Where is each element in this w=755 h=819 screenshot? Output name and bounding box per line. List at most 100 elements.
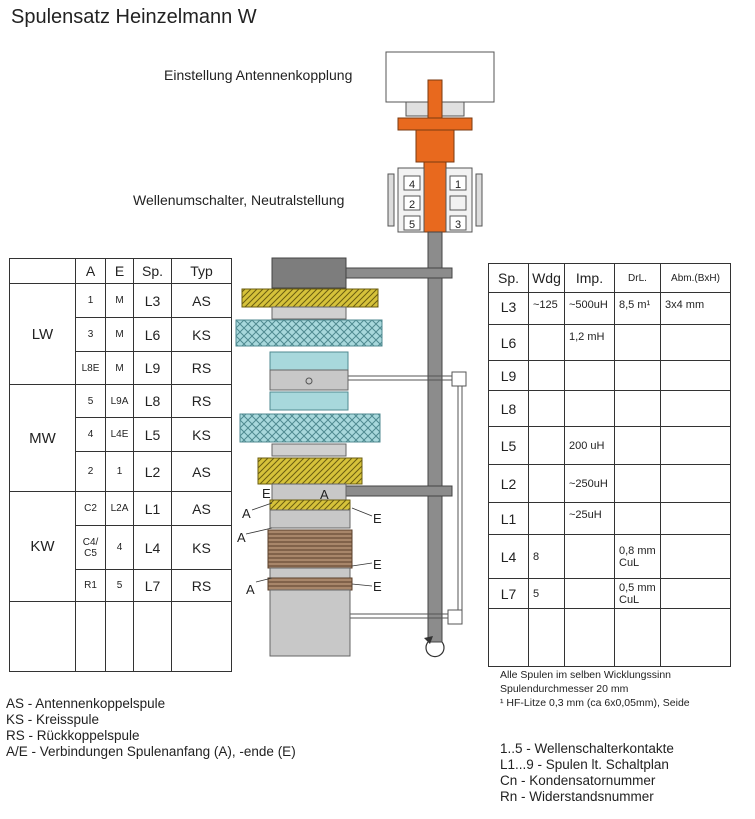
switch-contact: 4 [409,179,415,191]
legend-item: A/E - Verbindungen Spulenanfang (A), -en… [6,744,296,759]
cell-a: 2 [75,451,106,492]
table-cell-empty [75,601,106,672]
cell-a: 1 [75,283,106,318]
coil-former-bottom [269,589,351,657]
cell-wdg [528,324,565,361]
page-title: Spulensatz Heinzelmann W [11,6,257,28]
coil-former-top [271,257,347,289]
cell-imp: 200 uH [564,426,615,465]
legend-item: AS - Antennenkoppelspule [6,696,166,711]
cell-abm [660,360,731,391]
table-header: Sp. [488,263,529,293]
switch-contact: 3 [455,219,461,231]
coil-connection-table: A E Sp. Typ LW 1 M L3 AS 3 M L6 KS L8E M… [9,258,232,672]
switch-contact: 5 [409,219,415,231]
cell-sp: L5 [133,417,172,452]
table-row: LW 1 M L3 AS [9,283,232,385]
lead-mark: E [373,579,382,594]
cell-sp: L2 [488,464,529,503]
table-row: L1 ~25uH [488,502,731,535]
cell-wdg [528,360,565,391]
coil-l4 [267,529,353,569]
cell-sp: L8 [133,384,172,418]
cell-imp: ~250uH [564,464,615,503]
table-row: L2 ~250uH [488,464,731,503]
table-cell-empty [105,601,134,672]
wave-switch [387,167,483,233]
cell-sp: L8 [488,390,529,427]
cell-drl: 0,5 mm CuL [614,578,661,609]
arm-mid [345,485,453,497]
orange-hub [415,129,455,163]
orange-disk [397,117,473,131]
table-row: L7 5 0,5 mm CuL [488,578,731,609]
table-cell-empty [171,601,232,672]
table-header-row: A E Sp. Typ [9,258,232,284]
cell-typ: KS [171,525,232,570]
cell-drl [614,324,661,361]
coil-l3 [241,288,379,308]
table-row: R1 5 L7 RS [10,569,232,602]
table-row [9,601,232,672]
coil-l6 [235,319,383,347]
cell-e: L2A [105,491,134,526]
cell-e: 1 [105,451,134,492]
cell-drl [614,502,661,535]
lead-mark: E [373,557,382,572]
cell-sp: L9 [488,360,529,391]
lead-mark: A [237,530,246,545]
group-label: LW [9,283,76,385]
switch-contact: 1 [455,179,461,191]
legend-item: RS - Rückkoppelspule [6,728,140,743]
table-row: L4 8 0,8 mm CuL [488,534,731,579]
cell-sp: L2 [133,451,172,492]
orange-shaft-mid [423,161,447,233]
rotation-arrow [425,641,445,658]
table-row: KW C2 L2A L1 AS [9,491,232,602]
cell-e: 4 [105,525,134,570]
cell-imp: ~25uH [564,502,615,535]
cell-typ: RS [171,351,232,385]
orange-shaft-top [427,79,443,121]
cell-sp: L4 [488,534,529,579]
cell-wdg: ~125 [528,292,565,325]
cell-sp: L3 [488,292,529,325]
table-cell-empty [133,601,172,672]
cell-sp: L7 [133,569,172,602]
cell-imp [564,534,615,579]
cell-sp: L6 [133,317,172,352]
cell-abm [660,534,731,579]
cell-wdg: 5 [528,578,565,609]
cell-sp: L1 [133,491,172,526]
table-header: Imp. [564,263,615,293]
cell-imp: ~500uH [564,292,615,325]
table-header-row: Sp. Wdg Imp. DrL. Abm.(BxH) [488,263,731,293]
coil-l1 [269,499,351,511]
table-cell-empty [614,608,661,667]
arm-top [345,267,453,279]
cell-sp: L6 [488,324,529,361]
cell-abm [660,390,731,427]
cell-drl [614,360,661,391]
cell-sp: L9 [133,351,172,385]
coil-l2 [257,457,363,485]
lead-mark: A [320,487,329,502]
cell-typ: AS [171,491,232,526]
cell-typ: KS [171,417,232,452]
cell-a: R1 [75,569,106,602]
cell-e: 5 [105,569,134,602]
lead-mark: E [373,511,382,526]
cell-typ: RS [171,569,232,602]
note-line: ¹ HF-Litze 0,3 mm (ca 6x0,05mm), Seide [500,697,690,709]
cell-sp: L4 [133,525,172,570]
cell-a: C2 [75,491,106,526]
table-row: L5 200 uH [488,426,731,465]
cell-wdg [528,502,565,535]
table-cell-empty [488,608,529,667]
cell-imp [564,390,615,427]
coil-l9 [269,351,349,371]
table-row: L3 ~125 ~500uH 8,5 m¹ 3x4 mm [488,292,731,325]
cell-imp [564,578,615,609]
table-row: L9 [488,360,731,391]
coil-l5 [239,413,381,443]
